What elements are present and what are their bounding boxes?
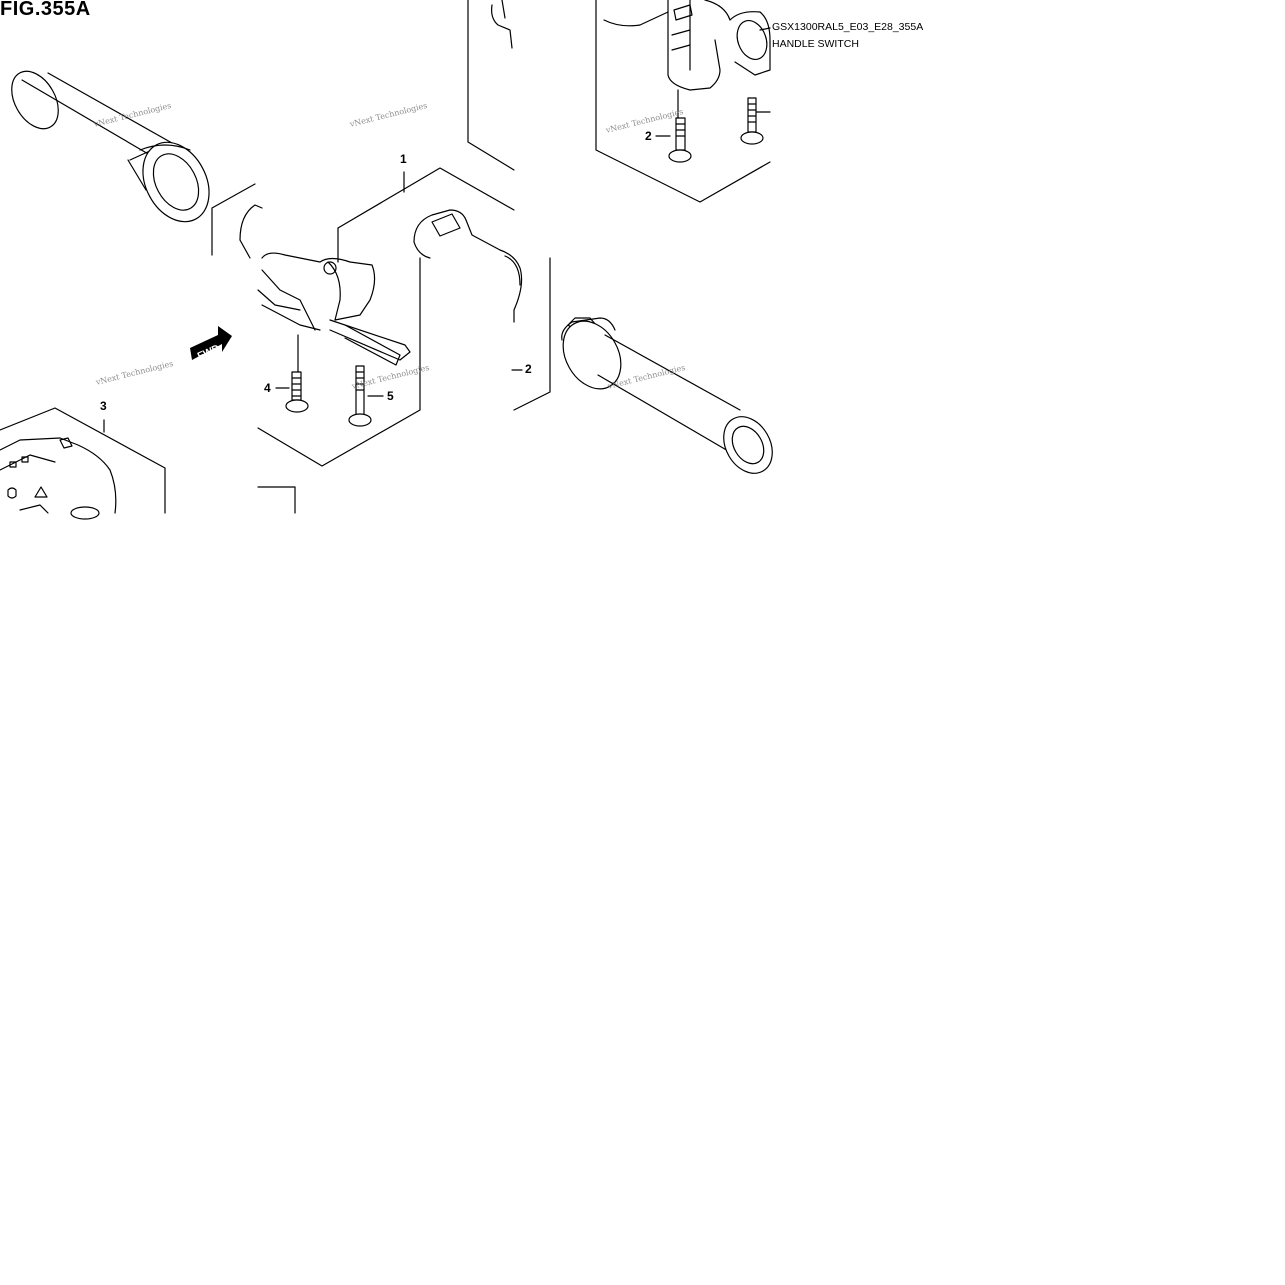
callout-5: 5 [387,389,394,403]
figure-title: FIG.355A [0,0,91,20]
bottom-left-switch [0,419,117,520]
callout-4: 4 [264,381,271,395]
callout-1: 1 [400,152,407,166]
fwd-arrow: FWD [190,326,232,362]
right-grip-frame [511,257,551,411]
top-frame [467,0,515,171]
callout-3: 3 [100,399,107,413]
right-grip [561,317,773,474]
top-right-switch [595,0,771,203]
left-grip [11,70,210,223]
callout-2-right: 2 [525,362,532,376]
figure-code: GSX1300RAL5_E03_E28_355A [772,21,924,33]
screw-5 [348,365,372,427]
left-switch-frame [0,183,296,514]
screw-2-top-left [668,117,692,163]
screw-2-top-right [740,97,771,145]
center-switch-housing [239,204,411,373]
screw-4 [285,371,309,413]
right-switch-housing [413,209,523,323]
center-switch-frame [257,167,515,467]
figure-name: HANDLE SWITCH [772,38,859,50]
callout-2-top: 2 [645,129,652,143]
